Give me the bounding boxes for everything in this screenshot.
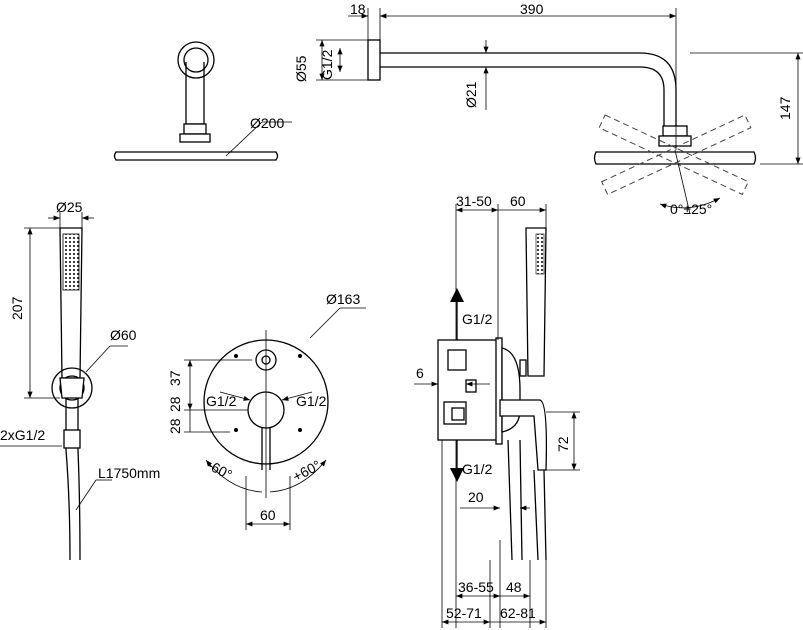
label-arm-pipe-dia: Ø21 — [463, 81, 479, 108]
label-handshower-dia: Ø25 — [56, 199, 83, 215]
label-side-20: 20 — [468, 489, 484, 505]
label-side-6: 6 — [416, 365, 424, 381]
label-hose-thread: 2xG1/2 — [0, 427, 45, 443]
label-side-62-81: 62-81 — [500, 605, 536, 621]
label-side-48: 48 — [506, 579, 522, 595]
label-head-dia: Ø200 — [250, 115, 284, 131]
label-side-60: 60 — [510, 193, 526, 209]
label-arm-height: 147 — [777, 96, 793, 120]
label-side-36-55: 36-55 — [458, 579, 494, 595]
shower-head-front-view — [113, 41, 292, 161]
label-dim-37: 37 — [167, 370, 183, 386]
label-spacing-60: 60 — [260, 507, 276, 523]
label-arm-wall-depth: 18 — [350, 1, 366, 17]
label-arm-thread: G1/2 — [319, 49, 335, 80]
label-outlet-bottom: G1/2 — [462, 461, 493, 477]
label-inlet-right: G1/2 — [296, 393, 327, 409]
label-dim-28b: 28 — [167, 418, 183, 434]
label-rot-left: -60° — [205, 457, 235, 483]
label-dim-28a: 28 — [167, 396, 183, 412]
hand-shower — [0, 212, 128, 561]
label-handshower-len: 207 — [9, 296, 25, 320]
mixer-wall-plate — [184, 307, 366, 530]
label-plate-dia: Ø163 — [326, 291, 360, 307]
label-flange-dia: Ø55 — [293, 55, 309, 82]
label-arm-length: 390 — [520, 1, 544, 17]
label-hose-len: L1750mm — [98, 465, 160, 481]
label-bracket-dia: Ø60 — [110, 327, 137, 343]
label-side-72: 72 — [555, 436, 571, 452]
label-inlet-left: G1/2 — [206, 393, 237, 409]
label-rot-right: +60° — [290, 457, 323, 485]
label-tilt: 0°±25° — [670, 201, 712, 217]
label-side-52-71: 52-71 — [446, 605, 482, 621]
label-outlet-top: G1/2 — [462, 311, 493, 327]
label-side-31-50: 31-50 — [456, 193, 492, 209]
shower-arm-side-view — [316, 8, 803, 215]
concealed-body-side-view — [414, 204, 580, 628]
